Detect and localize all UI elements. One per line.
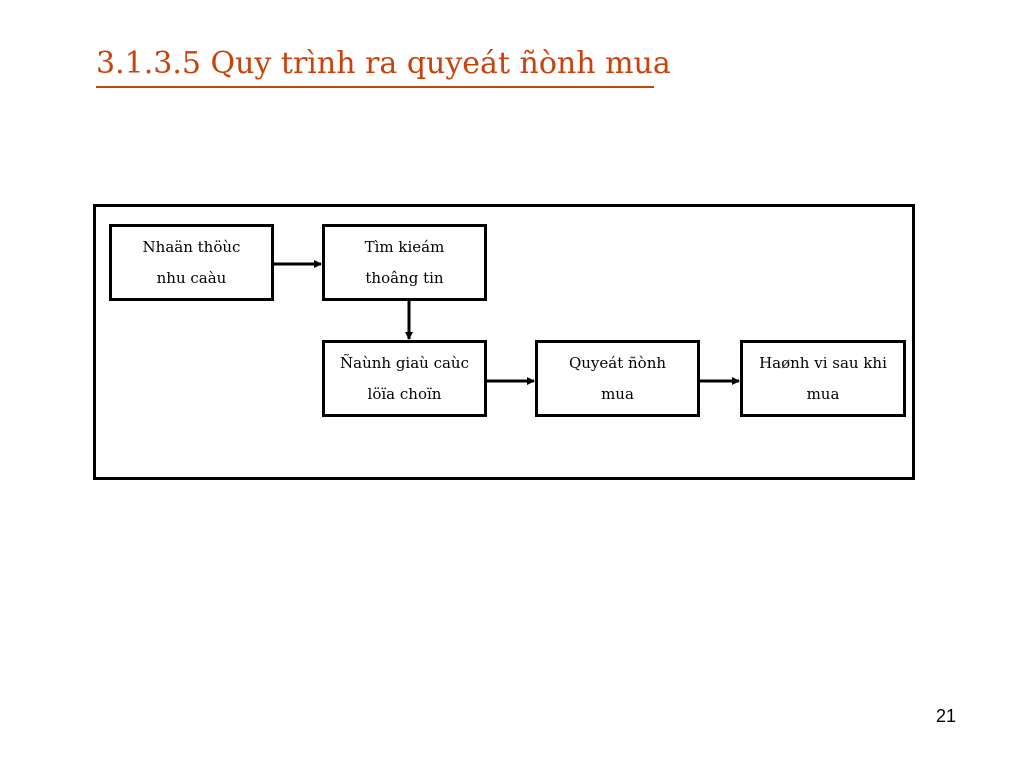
node-label-line2: mua	[601, 384, 634, 403]
page-number: 21	[936, 706, 957, 726]
node-label-line1: Tìm kieám	[364, 237, 445, 256]
node-purchase-decision: Quyeát ñònh mua	[535, 340, 700, 417]
node-label-line2: nhu caàu	[156, 268, 227, 287]
node-label-line1: Haønh vi sau khi	[759, 353, 887, 372]
node-information-search: Tìm kieám thoâng tin	[322, 224, 487, 301]
node-label-line1: Quyeát ñònh	[568, 353, 667, 372]
node-label-line2: löïa choïn	[367, 384, 442, 403]
node-evaluate-alternatives: Ñaùnh giaù caùc löïa choïn	[322, 340, 487, 417]
node-label-line2: mua	[806, 384, 840, 403]
node-label-line1: Ñaùnh giaù caùc	[340, 353, 469, 372]
node-need-recognition: Nhaän thöùc nhu caàu	[109, 224, 274, 301]
node-label-line2: thoâng tin	[365, 268, 444, 287]
node-post-purchase-behavior: Haønh vi sau khi mua	[740, 340, 906, 417]
node-label-line1: Nhaän thöùc	[142, 237, 241, 256]
title-underline	[96, 86, 654, 88]
slide-title: 3.1.3.5 Quy trình ra quyeát ñònh mua	[96, 46, 671, 81]
